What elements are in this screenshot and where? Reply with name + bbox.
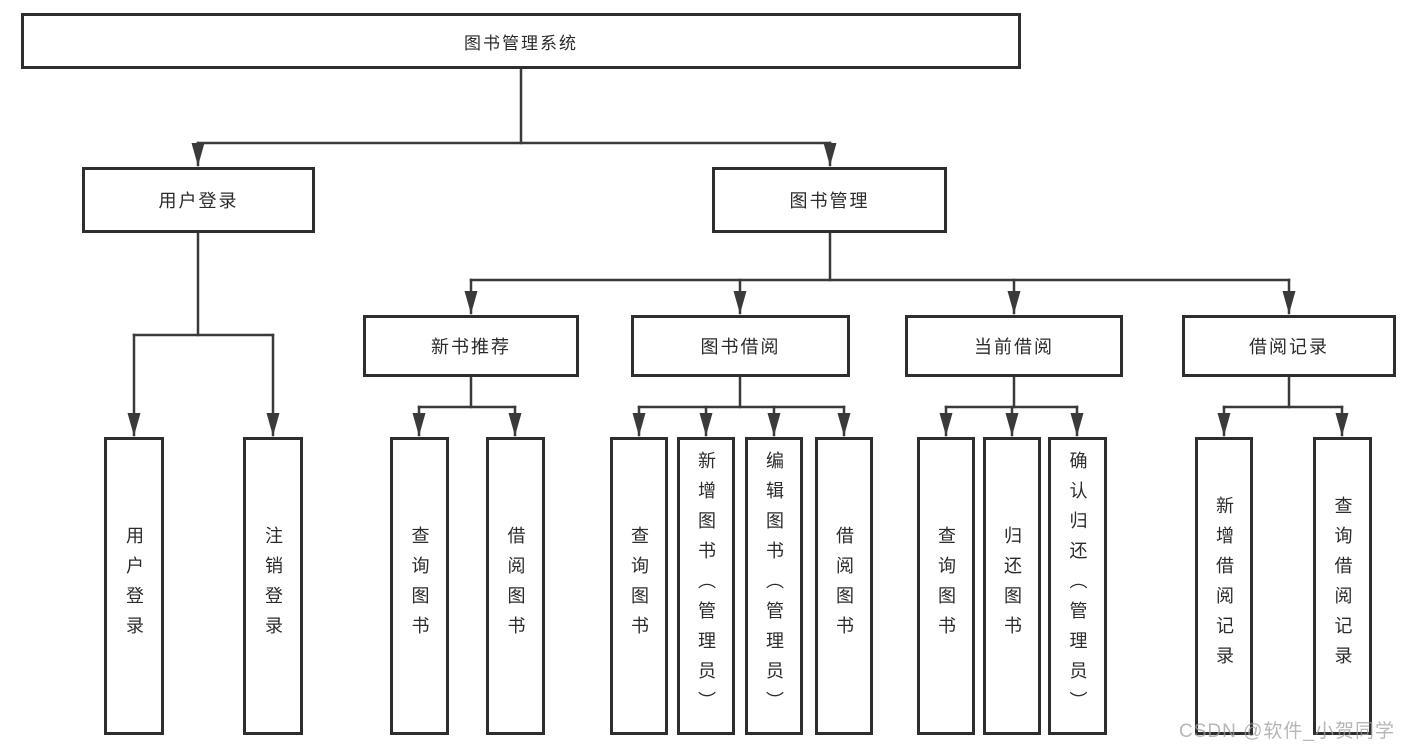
leaf-user-login: 用户登录 <box>104 437 164 735</box>
connector-current-borrow-to-leaves <box>939 375 1084 437</box>
connector-book-mgmt-to-level3 <box>464 231 1296 315</box>
leaf-borrow-add-book-admin: 新增图书（管理员） <box>677 437 735 735</box>
node-user-login: 用户登录 <box>82 167 315 233</box>
node-new-book-recommend: 新书推荐 <box>363 315 579 377</box>
leaf-newbook-borrow-book: 借阅图书 <box>486 437 545 735</box>
leaf-borrow-borrow-book: 借阅图书 <box>815 437 873 735</box>
node-current-borrowing: 当前借阅 <box>905 315 1123 377</box>
node-library-system: 图书管理系统 <box>21 13 1021 69</box>
connector-user-login-to-leaves <box>127 231 280 437</box>
leaf-borrow-edit-book-admin: 编辑图书（管理员） <box>745 437 803 735</box>
connector-new-book-to-leaves <box>412 375 522 437</box>
node-borrow-records: 借阅记录 <box>1182 315 1396 377</box>
leaf-record-query-record: 查询借阅记录 <box>1313 437 1372 735</box>
leaf-logout: 注销登录 <box>243 437 303 735</box>
node-book-management: 图书管理 <box>712 167 947 233</box>
leaf-newbook-query-book: 查询图书 <box>390 437 449 735</box>
leaf-record-add-record: 新增借阅记录 <box>1195 437 1253 735</box>
connector-root-to-level2 <box>191 67 837 167</box>
connector-borrow-record-to-leaves <box>1217 375 1349 437</box>
node-book-borrowing: 图书借阅 <box>631 315 850 377</box>
leaf-current-confirm-return-admin: 确认归还（管理员） <box>1048 437 1107 735</box>
leaf-current-return-book: 归还图书 <box>983 437 1041 735</box>
leaf-borrow-query-book: 查询图书 <box>610 437 668 735</box>
connector-book-borrow-to-leaves <box>632 375 851 437</box>
leaf-current-query-book: 查询图书 <box>917 437 975 735</box>
